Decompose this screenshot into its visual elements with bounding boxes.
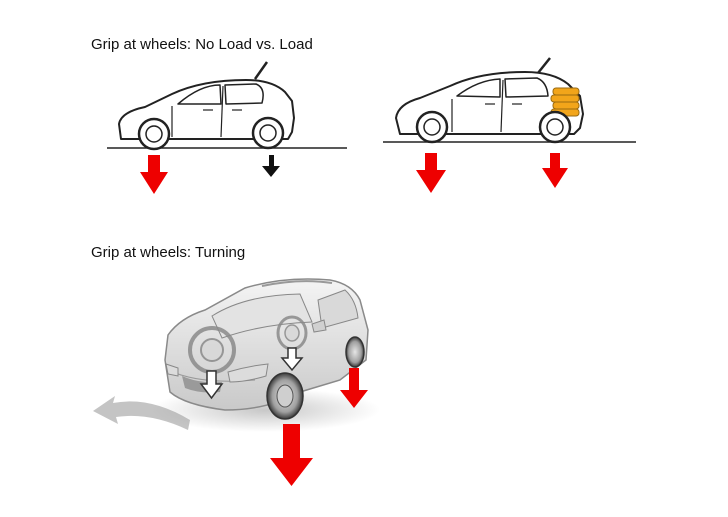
- loaded-front-grip-arrow: [416, 153, 446, 193]
- loaded-car-icon: [383, 57, 636, 144]
- turn-direction-arrow: [93, 396, 190, 430]
- unloaded-rear-grip-arrow: [262, 155, 280, 177]
- unloaded-car-icon: [107, 61, 347, 151]
- front-left-grip-arrow: [199, 370, 224, 400]
- rear-left-grip-arrow: [280, 347, 304, 372]
- loaded-rear-grip-arrow: [542, 153, 568, 188]
- rear-right-grip-arrow: [340, 368, 368, 408]
- turning-car-icon: [93, 278, 380, 432]
- load-comparison-title: Grip at wheels: No Load vs. Load: [91, 36, 313, 53]
- unloaded-front-grip-arrow: [140, 155, 168, 194]
- turning-title: Grip at wheels: Turning: [91, 244, 246, 261]
- front-right-grip-arrow: [270, 424, 313, 486]
